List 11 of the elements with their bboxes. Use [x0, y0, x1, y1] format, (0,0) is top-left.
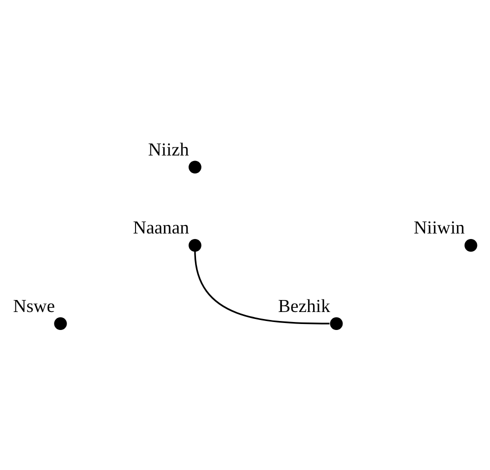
node-circle	[188, 238, 202, 252]
connector	[194, 251, 330, 324]
node-label: Bezhik	[278, 296, 330, 316]
node-circle	[188, 160, 202, 174]
node-label: Naanan	[132, 218, 190, 238]
node-label: Niizh	[148, 139, 189, 160]
node-label: Niiwin	[414, 218, 465, 238]
node-circle	[330, 317, 343, 330]
node-label: Nswe	[13, 296, 55, 316]
node-circle	[54, 317, 67, 330]
node-circle	[464, 238, 478, 252]
